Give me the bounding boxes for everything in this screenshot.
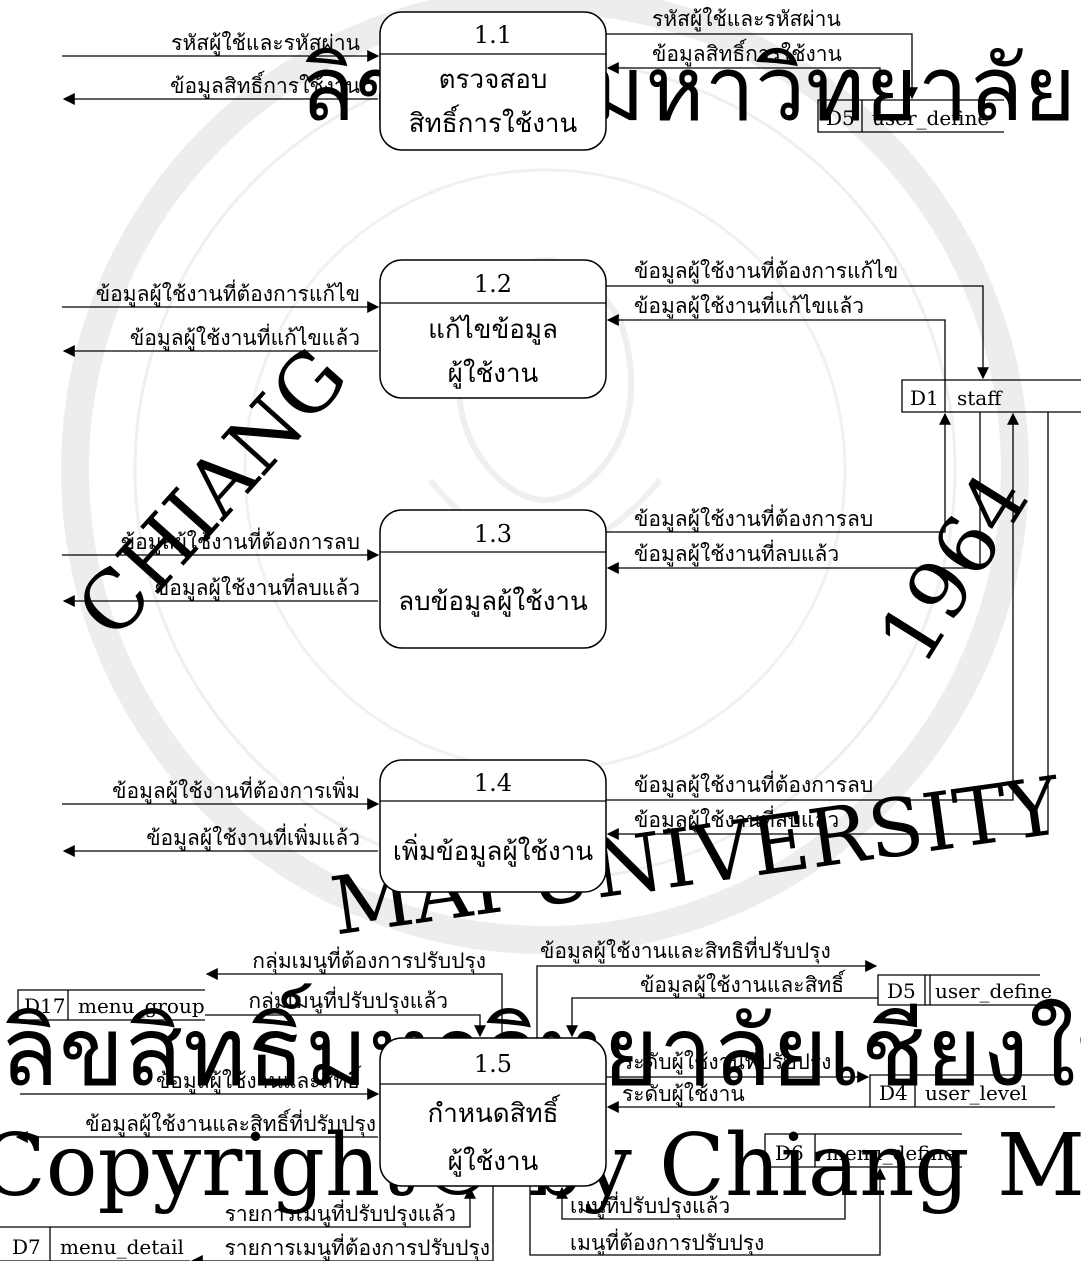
store-d7-name: menu_detail — [60, 1235, 184, 1259]
flow-line-d7-to-15 — [190, 1186, 476, 1228]
flow-line-d1-to-12 — [606, 314, 946, 380]
process-1-5-id: 1.5 — [474, 1050, 512, 1078]
store-d5-top-name: user_define — [872, 106, 989, 130]
process-1-1-name-line2: สิทธิ์การใช้งาน — [409, 104, 578, 139]
label-f15-from-d7: รายการเมนูที่ปรับปรุงแล้ว — [225, 1199, 456, 1227]
label-f15-from-d17: กลุ่มเมนูที่ปรับปรุงแล้ว — [248, 986, 448, 1014]
store-d4-user-level: D4 user_level — [869, 1074, 1055, 1108]
process-1-2-name-line1: แก้ไขข้อมูล — [428, 314, 558, 345]
store-d5-user-define-top: D5 user_define — [817, 99, 1004, 133]
process-1-2: 1.2 แก้ไขข้อมูล ผู้ใช้งาน — [379, 259, 607, 399]
label-f14-out: ข้อมูลผู้ใช้งานที่เพิ่มแล้ว — [146, 823, 360, 851]
process-1-2-id: 1.2 — [474, 270, 512, 298]
label-f15-to-d4: ระดับผู้ใช้งานที่ปรับปรุง — [622, 1047, 831, 1075]
process-1-3: 1.3 ลบข้อมูลผู้ใช้งาน — [379, 509, 607, 649]
process-1-4: 1.4 เพิ่มข้อมูลผู้ใช้งาน — [379, 759, 607, 893]
flow-line-15-to-d6 — [529, 1167, 886, 1256]
store-d17-menu-group: D17 menu_group — [17, 989, 205, 1021]
label-f13-to-d1: ข้อมูลผู้ใช้งานที่ต้องการลบ — [634, 504, 873, 532]
store-d1-name: staff — [957, 386, 1003, 410]
process-1-5-name-line1: กำหนดสิทธิ์ — [427, 1094, 561, 1129]
label-f15-in: ข้อมูลผู้ใช้งานและสิทธิ์ — [156, 1065, 362, 1094]
store-d7-id: D7 — [12, 1235, 41, 1259]
store-d17-name: menu_group — [78, 994, 205, 1018]
store-d17-id: D17 — [24, 994, 65, 1018]
label-f13-in: ข้อมูลผู้ใช้งานที่ต้องการลบ — [121, 527, 360, 555]
label-f12-from-d1: ข้อมูลผู้ใช้งานที่แก้ไขแล้ว — [634, 291, 864, 319]
store-d1-staff: D1 staff — [901, 379, 1081, 413]
label-f15-to-d7: รายการเมนูที่ต้องการปรับปรุง — [225, 1233, 490, 1261]
process-1-1: 1.1 ตรวจสอบ สิทธิ์การใช้งาน — [379, 11, 607, 151]
process-1-1-name-line1: ตรวจสอบ — [439, 65, 548, 95]
store-d6-id: D6 — [775, 1141, 804, 1165]
label-f14-to-d1: ข้อมูลผู้ใช้งานที่ต้องการลบ — [634, 770, 873, 798]
store-d4-name: user_level — [925, 1081, 1027, 1105]
flow-line-11-to-d5 — [606, 33, 918, 100]
flow-line-d1-to-14 — [606, 412, 1049, 840]
flow-labels: รหัสผู้ใช้และรหัสผ่าน ข้อมูลสิทธิ์การใช้… — [85, 7, 898, 1261]
store-d5-top-id: D5 — [826, 106, 855, 130]
label-f15-from-d5: ข้อมูลผู้ใช้งานและสิทธิ์ — [640, 969, 846, 998]
process-1-5-name-line2: ผู้ใช้งาน — [448, 1147, 539, 1177]
store-d5-bottom-id: D5 — [887, 979, 916, 1003]
label-f12-in: ข้อมูลผู้ใช้งานที่ต้องการแก้ไข — [96, 279, 360, 307]
label-f11-from-d5: ข้อมูลสิทธิ์การใช้งาน — [652, 38, 842, 67]
flow-line-d5-to-11 — [606, 62, 881, 100]
label-f12-out: ข้อมูลผู้ใช้งานที่แก้ไขแล้ว — [130, 323, 360, 351]
store-d6-menu-define: D6 menu_define — [764, 1133, 962, 1168]
flow-line-12-to-d1 — [606, 285, 989, 380]
flow-line-14-to-d1 — [606, 412, 1019, 801]
flow-lines — [15, 33, 1049, 1261]
label-f15-from-d4: ระดับผู้ใช้งาน — [622, 1082, 745, 1107]
label-f15-from-d6: เมนูที่ปรับปรุงแล้ว — [570, 1191, 730, 1219]
flow-line-15-to-d7 — [190, 1186, 494, 1261]
label-f11-to-d5: รหัสผู้ใช้และรหัสผ่าน — [652, 7, 841, 32]
process-1-4-id: 1.4 — [474, 769, 512, 797]
flow-line-d17-to-15 — [205, 1014, 486, 1038]
store-d5-bottom-name: user_define — [935, 979, 1052, 1003]
label-f15-to-d5: ข้อมูลผู้ใช้งานและสิทธิที่ปรับปรุง — [540, 936, 831, 964]
flow-line-13-to-d1 — [606, 412, 951, 533]
label-f15-to-d17: กลุ่มเมนูที่ต้องการปรับปรุง — [252, 946, 486, 974]
flow-line-15-to-d17 — [205, 968, 503, 1038]
store-d6-name: menu_define — [826, 1141, 955, 1165]
label-f15-to-d6: เมนูที่ต้องการปรับปรุง — [570, 1228, 764, 1256]
label-f13-from-d1: ข้อมูลผู้ใช้งานที่ลบแล้ว — [634, 539, 839, 567]
label-f11-in: รหัสผู้ใช้และรหัสผ่าน — [171, 31, 360, 56]
label-f15-out: ข้อมูลผู้ใช้งานและสิทธิ์ที่ปรับปรุง — [85, 1108, 376, 1137]
label-f14-in: ข้อมูลผู้ใช้งานที่ต้องการเพิ่ม — [112, 776, 360, 804]
process-1-3-name: ลบข้อมูลผู้ใช้งาน — [398, 587, 588, 617]
label-f14-from-d1: ข้อมูลผู้ใช้งานที่ลบแล้ว — [634, 805, 839, 833]
flow-line-d1-to-13 — [606, 412, 981, 574]
flow-line-15-to-d5 — [536, 960, 878, 1038]
label-f12-to-d1: ข้อมูลผู้ใช้งานที่ต้องการแก้ไข — [634, 256, 898, 284]
watermark-arc-left: CHIANG — [59, 330, 365, 655]
process-1-3-id: 1.3 — [474, 520, 512, 548]
flow-line-d6-to-15 — [556, 1167, 846, 1220]
label-f13-out: ข้อมูลผู้ใช้งานที่ลบแล้ว — [155, 573, 360, 601]
store-d5-user-define-bottom: D5 user_define — [877, 974, 1052, 1006]
process-1-4-name: เพิ่มข้อมูลผู้ใช้งาน — [393, 833, 593, 867]
flow-line-d5-to-15 — [566, 997, 878, 1038]
store-d1-id: D1 — [910, 386, 939, 410]
process-1-2-name-line2: ผู้ใช้งาน — [448, 359, 539, 389]
store-d7-menu-detail: D7 menu_detail — [0, 1226, 190, 1261]
process-1-1-id: 1.1 — [474, 21, 512, 49]
label-f11-out: ข้อมูลสิทธิ์การใช้งาน — [170, 70, 360, 99]
process-1-5: 1.5 กำหนดสิทธิ์ ผู้ใช้งาน — [379, 1037, 607, 1187]
store-d4-id: D4 — [879, 1081, 908, 1105]
